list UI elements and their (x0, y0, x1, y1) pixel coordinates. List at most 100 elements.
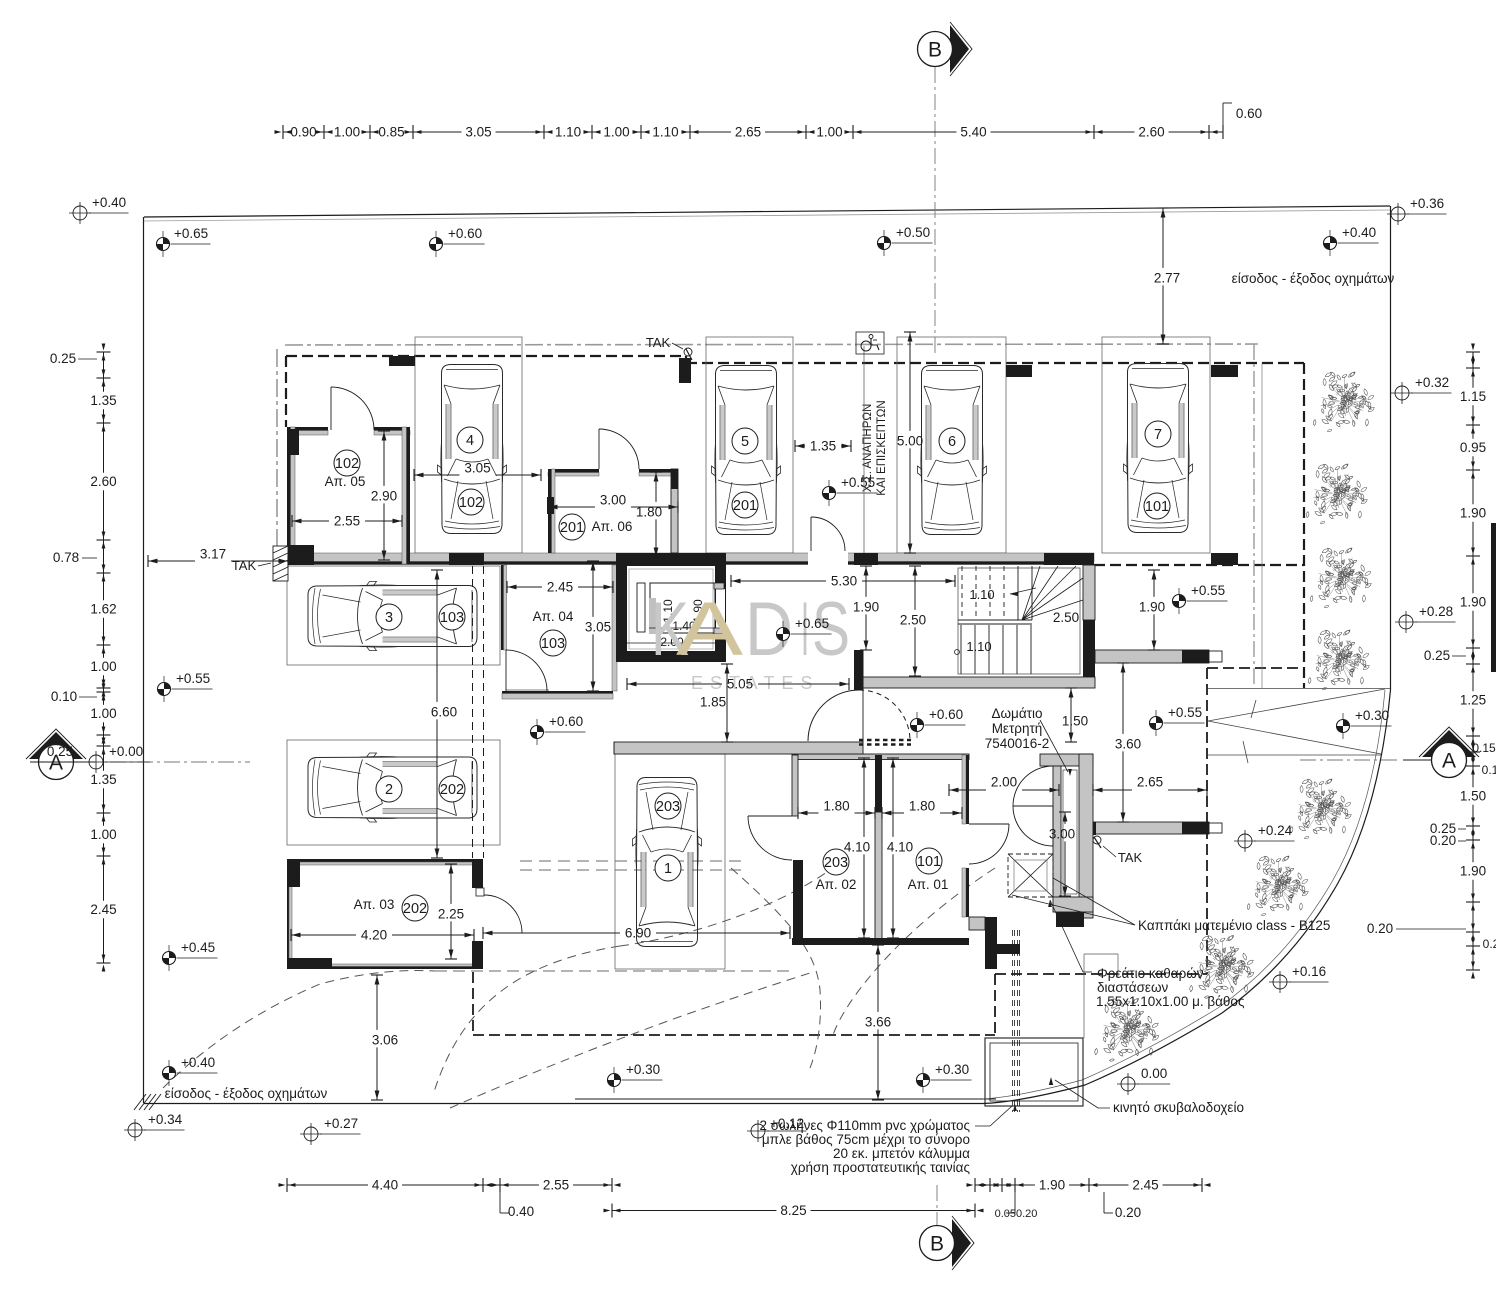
svg-text:202: 202 (403, 901, 427, 917)
svg-text:είσοδος - έξοδος οχημάτων: είσοδος - έξοδος οχημάτων (165, 1086, 328, 1101)
svg-text:1.35: 1.35 (810, 439, 836, 454)
svg-text:0.1: 0.1 (1482, 763, 1496, 777)
svg-text:3.00: 3.00 (1049, 827, 1075, 842)
svg-text:2.45: 2.45 (90, 902, 116, 917)
svg-text:+0.40: +0.40 (1342, 225, 1376, 240)
svg-text:0.95: 0.95 (1460, 440, 1486, 455)
svg-text:1.10: 1.10 (661, 599, 675, 623)
svg-text:5.40: 5.40 (960, 125, 986, 140)
svg-text:1.90: 1.90 (1460, 864, 1486, 879)
svg-text:ESTATES: ESTATES (691, 673, 819, 693)
svg-text:+0.45: +0.45 (181, 940, 215, 955)
svg-text:0.050.20: 0.050.20 (995, 1208, 1038, 1220)
svg-text:κινητό σκυβαλοδοχείο: κινητό σκυβαλοδοχείο (1113, 1100, 1244, 1115)
svg-text:+0.40: +0.40 (181, 1055, 215, 1070)
svg-text:K: K (651, 587, 689, 672)
svg-text:3.66: 3.66 (865, 1015, 891, 1030)
svg-text:ΤΑΚ: ΤΑΚ (646, 335, 671, 350)
svg-text:+0.55: +0.55 (1191, 583, 1225, 598)
svg-text:1.35: 1.35 (90, 393, 116, 408)
svg-text:7540016-2: 7540016-2 (985, 736, 1050, 751)
svg-text:+0.65: +0.65 (795, 616, 829, 631)
svg-text:3.06: 3.06 (372, 1033, 398, 1048)
svg-text:1.00: 1.00 (90, 827, 116, 842)
svg-text:0.20: 0.20 (1430, 833, 1456, 848)
svg-text:1.35: 1.35 (90, 772, 116, 787)
svg-text:103: 103 (541, 636, 565, 652)
svg-text:2.55: 2.55 (334, 514, 360, 529)
svg-text:1.90: 1.90 (853, 600, 879, 615)
svg-text:Απ. 06: Απ. 06 (592, 519, 633, 534)
svg-text:Καππάκι ματεμένιο class - B125: Καππάκι ματεμένιο class - B125 (1138, 918, 1330, 933)
svg-text:0.2: 0.2 (1483, 937, 1496, 951)
svg-text:ΚΑΙ ΕΠΙΣΚΕΠΤΩΝ: ΚΑΙ ΕΠΙΣΚΕΠΤΩΝ (876, 400, 888, 495)
svg-text:1.90: 1.90 (691, 599, 705, 623)
svg-text:101: 101 (1145, 499, 1169, 515)
svg-text:3.00: 3.00 (600, 493, 626, 508)
svg-text:1.90: 1.90 (1460, 506, 1486, 521)
svg-text:A: A (676, 587, 743, 672)
svg-text:2.55: 2.55 (543, 1178, 569, 1193)
svg-text:μπλε βάθος 75cm μέχρι το σύνο: μπλε βάθος 75cm μέχρι το σύνορο (762, 1132, 970, 1147)
svg-text:0.25: 0.25 (1424, 648, 1450, 663)
svg-text:I: I (801, 587, 809, 672)
svg-text:0.90: 0.90 (290, 125, 316, 140)
svg-text:2 σωλήνες Φ110mm pvc χρώματος: 2 σωλήνες Φ110mm pvc χρώματος (760, 1118, 971, 1133)
svg-text:Φρεάτιο καθαρών: Φρεάτιο καθαρών (1097, 966, 1204, 981)
svg-text:+0.40: +0.40 (92, 195, 126, 210)
svg-text:6.90: 6.90 (625, 926, 651, 941)
svg-text:Δωμάτιο: Δωμάτιο (992, 706, 1043, 721)
svg-text:203: 203 (824, 855, 848, 871)
svg-text:+0.24: +0.24 (1258, 823, 1293, 838)
svg-text:Απ. 02: Απ. 02 (816, 877, 857, 892)
svg-text:0.20: 0.20 (1115, 1205, 1141, 1220)
svg-text:1: 1 (664, 861, 672, 877)
svg-text:είσοδος - έξοδος οχημάτων: είσοδος - έξοδος οχημάτων (1232, 271, 1395, 286)
svg-text:3.05: 3.05 (465, 125, 491, 140)
svg-text:χρήση προστατευτικής ταινίας: χρήση προστατευτικής ταινίας (791, 1160, 971, 1175)
svg-text:103: 103 (440, 610, 464, 626)
svg-text:1.00: 1.00 (816, 125, 842, 140)
svg-text:1.62: 1.62 (90, 602, 116, 617)
svg-text:1.80: 1.80 (909, 799, 935, 814)
svg-text:1.50: 1.50 (1460, 789, 1486, 804)
svg-text:+0.30: +0.30 (1355, 708, 1389, 723)
svg-text:4: 4 (466, 433, 474, 449)
svg-text:1.00: 1.00 (90, 659, 116, 674)
svg-text:2.50: 2.50 (900, 613, 926, 628)
svg-text:Απ. 01: Απ. 01 (908, 877, 949, 892)
svg-text:1.50: 1.50 (1062, 714, 1088, 729)
svg-text:+0.60: +0.60 (929, 707, 963, 722)
svg-text:6: 6 (948, 434, 956, 450)
svg-text:1.80: 1.80 (823, 799, 849, 814)
svg-text:2.90: 2.90 (371, 489, 397, 504)
svg-text:+0.27: +0.27 (324, 1116, 358, 1131)
svg-text:4.10: 4.10 (844, 840, 870, 855)
svg-text:1.25: 1.25 (1460, 693, 1486, 708)
svg-text:0.40: 0.40 (508, 1204, 534, 1219)
svg-text:+0.16: +0.16 (1292, 964, 1326, 979)
svg-text:A: A (1442, 750, 1456, 773)
svg-text:+0.00: +0.00 (109, 744, 143, 759)
svg-text:0.25: 0.25 (50, 351, 76, 366)
svg-text:5.30: 5.30 (831, 574, 857, 589)
svg-text:102: 102 (335, 456, 359, 472)
svg-text:5: 5 (741, 434, 749, 450)
svg-text:+0.30: +0.30 (935, 1062, 969, 1077)
svg-text:+0.34: +0.34 (148, 1112, 183, 1127)
svg-text:2.45: 2.45 (1132, 1178, 1158, 1193)
svg-text:+0.55: +0.55 (1168, 705, 1202, 720)
svg-text:102: 102 (459, 495, 483, 511)
svg-text:20 εκ. μπετόν κάλυμμα: 20 εκ. μπετόν κάλυμμα (833, 1146, 970, 1161)
svg-text:0.10: 0.10 (51, 689, 77, 704)
svg-text:+0.60: +0.60 (448, 226, 482, 241)
svg-text:4.10: 4.10 (887, 840, 913, 855)
svg-text:2.60: 2.60 (90, 474, 116, 489)
svg-text:Χ.Σ. ΑΝΑΠΗΡΩΝ: Χ.Σ. ΑΝΑΠΗΡΩΝ (862, 404, 874, 493)
svg-text:S: S (812, 587, 850, 672)
svg-text:1.00: 1.00 (90, 706, 116, 721)
svg-text:A: A (49, 752, 63, 775)
svg-text:1.00: 1.00 (603, 125, 629, 140)
svg-text:ΤΑΚ: ΤΑΚ (232, 558, 257, 573)
svg-text:2: 2 (385, 782, 393, 798)
